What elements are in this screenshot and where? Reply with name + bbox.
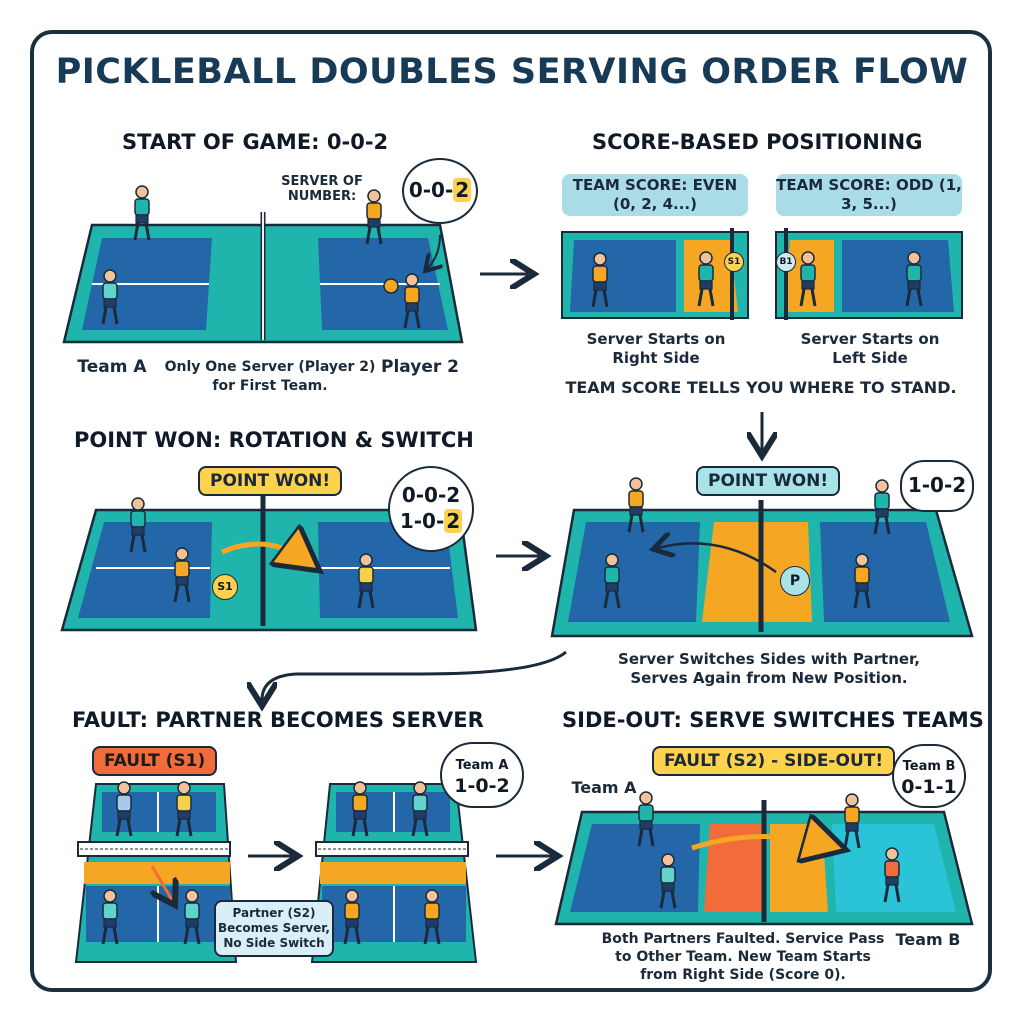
point-won-tag-s1: S1: [212, 574, 238, 600]
point-won-right-court: [550, 476, 974, 638]
fault-courts: [74, 780, 478, 963]
fault-score-value: 1-0-2: [454, 775, 510, 797]
start-caption: Only One Server (Player 2) for First Tea…: [164, 359, 376, 394]
start-heading: START OF GAME: 0-0-2: [122, 130, 389, 154]
sideout-badge: FAULT (S2) - SIDE-OUT!: [652, 746, 896, 776]
point-won-heading: POINT WON: ROTATION & SWITCH: [74, 428, 474, 452]
start-court: [62, 184, 464, 344]
server-label: SERVER OF NUMBER:: [281, 174, 363, 204]
positioning-heading: SCORE-BASED POSITIONING: [592, 130, 923, 154]
odd-label: TEAM SCORE: ODD (1, 3, 5...): [776, 174, 962, 216]
sideout-score-team: Team B: [902, 759, 956, 774]
start-score-bubble: 0-0-2: [402, 158, 478, 224]
sideout-heading: SIDE-OUT: SERVE SWITCHES TEAMS: [562, 708, 984, 732]
point-won-right-caption: Server Switches Sides with Partner, Serv…: [618, 650, 920, 687]
fault-badge: FAULT (S1): [92, 746, 218, 776]
start-score-prefix: 0-0-: [408, 178, 454, 202]
sideout-team-b-label: Team B: [895, 930, 961, 949]
point-won-court: [60, 496, 478, 632]
even-label: TEAM SCORE: EVEN (0, 2, 4...): [562, 174, 748, 216]
point-won-score-line2-highlight: 2: [444, 509, 463, 533]
positioning-courts: [561, 170, 963, 366]
positioning-footer: TEAM SCORE TELLS YOU WHERE TO STAND.: [565, 378, 957, 397]
odd-caption: Server Starts on Left Side: [800, 330, 940, 367]
point-won-right-badge: POINT WON!: [696, 466, 841, 496]
fault-score-team: Team A: [455, 758, 509, 773]
point-won-badge: POINT WON!: [198, 466, 343, 496]
start-team-a-label: Team A: [77, 357, 147, 377]
tag-s1-even: S1: [724, 252, 744, 272]
even-caption: Server Starts on Right Side: [586, 330, 726, 367]
sideout-score-bubble: Team B 0-1-1: [892, 744, 966, 808]
sideout-score-value: 0-1-1: [901, 776, 957, 798]
fault-heading: FAULT: PARTNER BECOMES SERVER: [72, 708, 484, 732]
flow-arrow-return: [262, 650, 567, 700]
fault-score-bubble: Team A 1-0-2: [440, 742, 524, 808]
sideout-court: [554, 790, 974, 926]
tag-b1-odd: B1: [776, 252, 796, 272]
point-won-score-line2-prefix: 1-0-: [399, 509, 445, 533]
page-title: PICKLEBALL DOUBLES SERVING ORDER FLOW: [55, 52, 969, 92]
fault-note: Partner (S2) Becomes Server, No Side Swi…: [214, 900, 334, 957]
point-won-right-score-bubble: 1-0-2: [900, 460, 974, 512]
sideout-team-a-label: Team A: [571, 778, 637, 797]
sideout-caption: Both Partners Faulted. Service Pass to O…: [601, 931, 885, 983]
start-player2-label: Player 2: [381, 357, 459, 377]
point-won-score-line1: 0-0-2: [401, 483, 461, 507]
point-won-score-bubble: 0-0-2 1-0-2: [388, 466, 474, 552]
point-won-right-tag-p: P: [780, 566, 810, 596]
start-score-highlight: 2: [453, 178, 472, 202]
